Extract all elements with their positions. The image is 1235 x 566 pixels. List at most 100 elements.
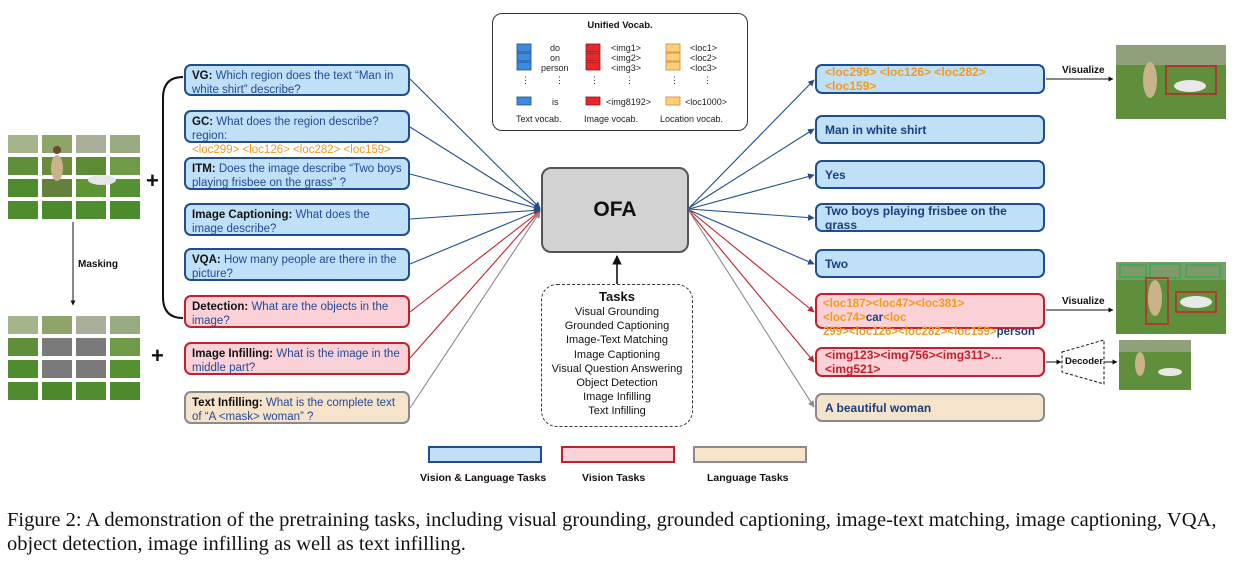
det-ellipsis: …: [823, 340, 835, 352]
vocab-ellipsis: ⋮: [590, 75, 599, 85]
vocab-text-token: on: [550, 53, 561, 63]
input-title: Text Infilling:: [192, 397, 263, 409]
figure-caption: Figure 2: A demonstration of the pretrai…: [7, 509, 1217, 555]
vocab-ellipsis: ⋮: [625, 75, 634, 85]
tasks-panel: Tasks Visual Grounding Grounded Captioni…: [541, 284, 693, 427]
input-title: GC:: [192, 116, 214, 128]
decoder-label: Decoder: [1065, 356, 1104, 367]
patch-grid-masked: [8, 316, 140, 400]
legend-swatch-language: [693, 446, 807, 463]
input-loc-tokens: <loc299> <loc126> <loc282> <loc159>: [192, 144, 391, 156]
input-image-infilling: Image Infilling: What is the image in th…: [184, 342, 410, 375]
legend-label-language: Language Tasks: [707, 472, 789, 484]
input-body: Which region does the text “Man in white…: [192, 70, 394, 96]
task-item: Visual Grounding: [574, 306, 660, 318]
patch-grid-original: [8, 135, 140, 219]
input-arrows: [409, 78, 541, 409]
input-body: Does the image describe “Two boys playin…: [192, 163, 402, 189]
det-class-label: person: [996, 326, 1035, 338]
input-body: What does the region describe? region:: [192, 116, 379, 142]
plus-sign-top: +: [146, 168, 159, 193]
image-vocab-label: Image vocab.: [584, 114, 639, 124]
visualize-label: Visualize: [1062, 296, 1105, 307]
vocab-image-token: <img8192>: [606, 97, 652, 107]
det-loc-tokens: <loc: [883, 312, 907, 324]
vocab-text-token: person: [541, 63, 569, 73]
legend-label-vl: Vision & Language Tasks: [420, 472, 547, 484]
legend-swatch-vl: [428, 446, 542, 463]
vocab-location-token: <loc3>: [690, 63, 718, 73]
input-title: VQA:: [192, 254, 221, 266]
vocab-ellipsis: ⋮: [555, 75, 564, 85]
task-item: Image Captioning: [573, 348, 661, 361]
vocab-text-token: do: [550, 43, 561, 53]
input-title: Image Infilling:: [192, 348, 274, 360]
grounding-visualization-photo: [1116, 45, 1226, 119]
input-body: What does the image describe?: [192, 209, 370, 235]
det-loc-tokens: 299><loc126><loc282><loc159>: [823, 326, 997, 338]
task-item: Image Infilling: [583, 391, 651, 404]
task-item: Object Detection: [576, 377, 658, 390]
input-image-captioning: Image Captioning: What does the image de…: [184, 203, 410, 236]
det-class-label: car: [865, 312, 884, 324]
input-title: ITM:: [192, 163, 216, 175]
detection-visualization-photo: [1116, 262, 1226, 334]
text-vocab-blocks: [516, 43, 532, 106]
input-title: Image Captioning:: [192, 209, 293, 221]
image-vocab-blocks: [585, 43, 601, 106]
vocab-text-token: is: [552, 97, 559, 107]
output-text-infilling: A beautiful woman: [815, 393, 1045, 422]
vocab-location-token: <loc1>: [690, 43, 718, 53]
vocab-location-token: <loc1000>: [685, 97, 728, 107]
output-caption: Two boys playing frisbee on the grass: [815, 203, 1045, 232]
vocab-location-token: <loc2>: [690, 53, 718, 63]
vocab-ellipsis: ⋮: [521, 75, 530, 85]
vocab-ellipsis: ⋮: [670, 75, 679, 85]
decoder-shape: [1061, 339, 1105, 385]
legend-label-vision: Vision Tasks: [582, 472, 646, 484]
output-vqa: Two: [815, 249, 1045, 278]
input-body: What is the image in the middle part?: [192, 348, 400, 374]
ofa-model-box: OFA: [541, 167, 689, 253]
input-body: What is the complete text of “A <mask> w…: [192, 397, 396, 423]
input-body: What are the objects in the image?: [192, 301, 389, 327]
input-gc: GC: What does the region describe? regio…: [184, 110, 410, 156]
vocab-image-token: <img2>: [611, 53, 642, 63]
vocab-ellipsis: ⋮: [703, 75, 712, 85]
input-vqa: VQA: How many people are there in the pi…: [184, 248, 410, 281]
output-loc-tokens: <loc299> <loc126> <loc282> <loc159>: [825, 65, 986, 93]
vocab-title: Unified Vocab.: [587, 20, 653, 31]
masking-label: Masking: [78, 259, 119, 270]
output-itm: Yes: [815, 160, 1045, 189]
task-item: Visual Question Answering: [551, 362, 683, 375]
input-title: Detection:: [192, 301, 249, 313]
input-bracket: [162, 76, 184, 319]
output-vg: <loc299> <loc126> <loc282> <loc159>: [815, 64, 1045, 94]
input-title: VG:: [192, 70, 213, 82]
output-gc: Man in white shirt: [815, 115, 1045, 144]
tasks-title: Tasks: [599, 289, 635, 304]
task-item: Image-Text Matching: [565, 334, 669, 347]
vocab-image-token: <img3>: [611, 63, 642, 73]
det-loc-tokens: <loc187><loc47><loc381><loc74>: [823, 298, 965, 324]
input-body: How many people are there in the picture…: [192, 254, 397, 280]
decoded-image-photo: [1119, 340, 1191, 390]
vocab-image-token: <img1>: [611, 43, 642, 53]
location-vocab-blocks: [665, 43, 681, 106]
legend-swatch-vision: [561, 446, 675, 463]
visualize-label: Visualize: [1062, 65, 1105, 76]
input-text-infilling: Text Infilling: What is the complete tex…: [184, 391, 410, 424]
location-vocab-label: Location vocab.: [660, 114, 724, 124]
unified-vocab-panel: Unified Vocab.: [492, 13, 748, 131]
text-vocab-label: Text vocab.: [516, 114, 562, 124]
plus-sign-bottom: +: [151, 343, 164, 368]
input-itm: ITM: Does the image describe “Two boys p…: [184, 157, 410, 190]
output-image-infilling: <img123><img756><img311>…<img521>: [815, 347, 1045, 377]
task-item: Grounded Captioning: [564, 320, 670, 333]
input-vg: VG: Which region does the text “Man in w…: [184, 64, 410, 96]
output-detection: <loc187><loc47><loc381><loc74>car<loc 29…: [815, 293, 1045, 352]
task-item: Text Infilling: [588, 405, 646, 418]
input-detection: Detection: What are the objects in the i…: [184, 295, 410, 328]
